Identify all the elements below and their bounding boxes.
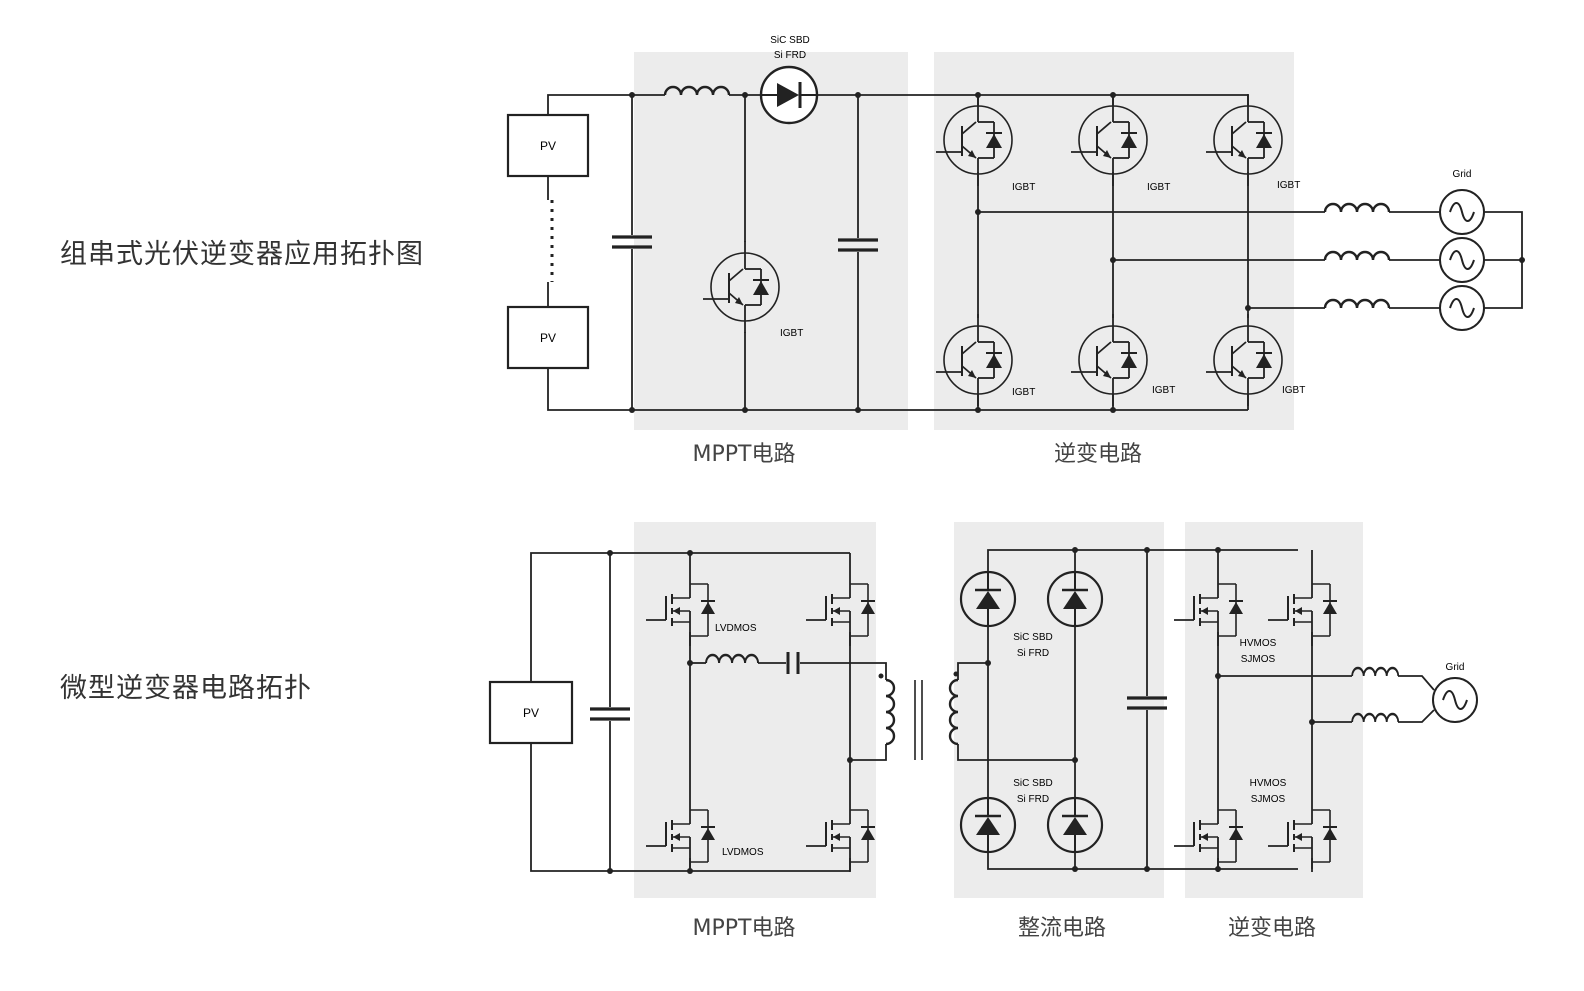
rect-label-si: Si FRD: [1017, 648, 1049, 659]
grid-label-top: Grid: [1453, 169, 1472, 180]
grid-source: [1439, 189, 1485, 235]
inverter-block-bottom: [1185, 522, 1363, 898]
bottom-wires: [530, 549, 1435, 872]
lvdmos-label: LVDMOS: [722, 847, 764, 858]
grid-source-micro: [1432, 677, 1478, 723]
hvmos-label: HVMOS: [1240, 638, 1277, 649]
igbt-label: IGBT: [1282, 385, 1305, 396]
pv-box-2: [506, 305, 590, 370]
bottom-junctions: [607, 547, 1315, 874]
inverter-caption-bottom: 逆变电路: [1227, 916, 1316, 941]
output-inductor: [1323, 202, 1391, 214]
diode-label-sic: SiC SBD: [770, 35, 809, 46]
mppt-caption-top: MPPT电路: [692, 442, 796, 467]
output-inductor: [1323, 250, 1391, 262]
grid-source: [1439, 237, 1485, 283]
mppt-block-bottom: [634, 522, 876, 898]
pv-box-1: [506, 113, 590, 178]
pv-label-micro: PV: [523, 706, 539, 720]
sjmos-label: SJMOS: [1241, 654, 1276, 665]
rect-label-si: Si FRD: [1017, 794, 1049, 805]
igbt-label: IGBT: [1152, 385, 1175, 396]
inverter-caption-top: 逆变电路: [1053, 442, 1142, 467]
pv-label-2: PV: [540, 331, 556, 345]
igbt-label: IGBT: [1147, 182, 1170, 193]
transformer: [878, 671, 959, 760]
igbt-label: IGBT: [1012, 387, 1035, 398]
diode-label-si: Si FRD: [774, 50, 806, 61]
rectifier-caption: 整流电路: [1017, 916, 1106, 941]
sjmos-label: SJMOS: [1251, 794, 1286, 805]
pv-label-1: PV: [540, 139, 556, 153]
rect-label-sic: SiC SBD: [1013, 778, 1052, 789]
grid-source: [1439, 285, 1485, 331]
resonant-capacitor: [786, 652, 800, 674]
boost-igbt-label: IGBT: [780, 328, 803, 339]
pv-box-micro: [488, 680, 574, 745]
igbt-label: IGBT: [1277, 180, 1300, 191]
mppt-caption-bottom: MPPT电路: [692, 916, 796, 941]
grid-label-bottom: Grid: [1446, 662, 1465, 673]
hvmos-label: HVMOS: [1250, 778, 1287, 789]
top-wires: [547, 94, 1523, 411]
rect-label-sic: SiC SBD: [1013, 632, 1052, 643]
top-diagram-title: 组串式光伏逆变器应用拓扑图: [60, 239, 424, 270]
boost-diode: [759, 65, 819, 125]
bottom-diagram-title: 微型逆变器电路拓扑: [60, 673, 312, 704]
top-junctions: [629, 92, 1525, 413]
output-inductor: [1323, 298, 1391, 310]
input-capacitor-micro: [588, 707, 632, 721]
lvdmos-label: LVDMOS: [715, 623, 757, 634]
igbt-label: IGBT: [1012, 182, 1035, 193]
